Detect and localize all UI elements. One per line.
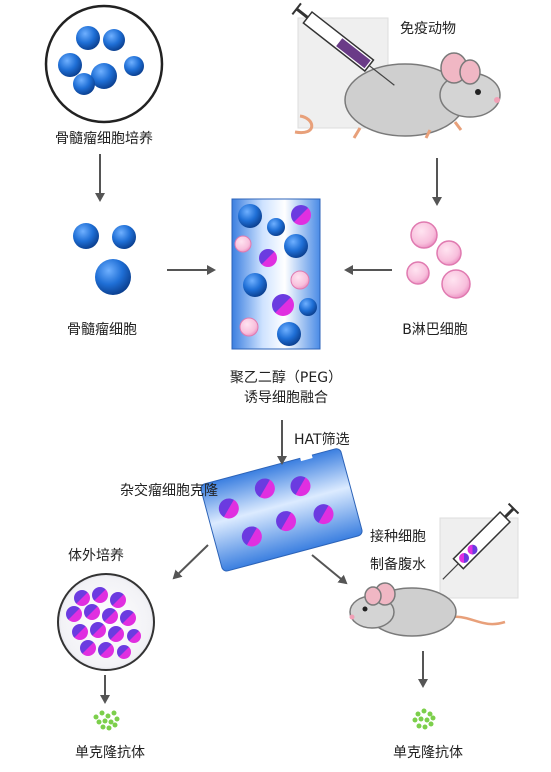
myeloma-culture-dish — [44, 4, 164, 124]
hybridoma-tube — [200, 448, 363, 572]
arrow-clone-to-invitro — [172, 544, 209, 580]
myeloma-cell-label: 骨髓瘤细胞 — [67, 322, 137, 338]
antibody-left-label: 单克隆抗体 — [75, 745, 145, 761]
hat-selection-label: HAT筛选 — [294, 432, 350, 448]
peg-label: 聚乙二醇（PEG） — [229, 370, 343, 386]
arrow-clone-to-mouse — [311, 554, 348, 585]
antibody-right-label: 单克隆抗体 — [393, 745, 463, 761]
hybridoma-clone-label: 杂交瘤细胞克隆 — [120, 483, 218, 499]
myeloma-culture-label: 骨髓瘤细胞培养 — [55, 131, 153, 147]
immunized-animal-label: 免疫动物 — [400, 21, 456, 37]
myeloma-cells — [73, 223, 136, 295]
immunized-mouse — [291, 2, 501, 139]
ascites-label: 制备腹水 — [370, 557, 426, 573]
antibody-cluster-left — [93, 710, 120, 731]
in-vitro-dish — [57, 573, 155, 671]
inject-cells-label: 接种细胞 — [370, 529, 426, 545]
fusion-label: 诱导细胞融合 — [244, 390, 328, 406]
b-cell-label: B淋巴细胞 — [402, 322, 468, 338]
b-cells — [406, 221, 471, 299]
ascites-mouse — [349, 502, 520, 637]
antibody-cluster-right — [412, 708, 436, 730]
in-vitro-label: 体外培养 — [68, 548, 124, 564]
fusion-tube — [231, 198, 321, 350]
